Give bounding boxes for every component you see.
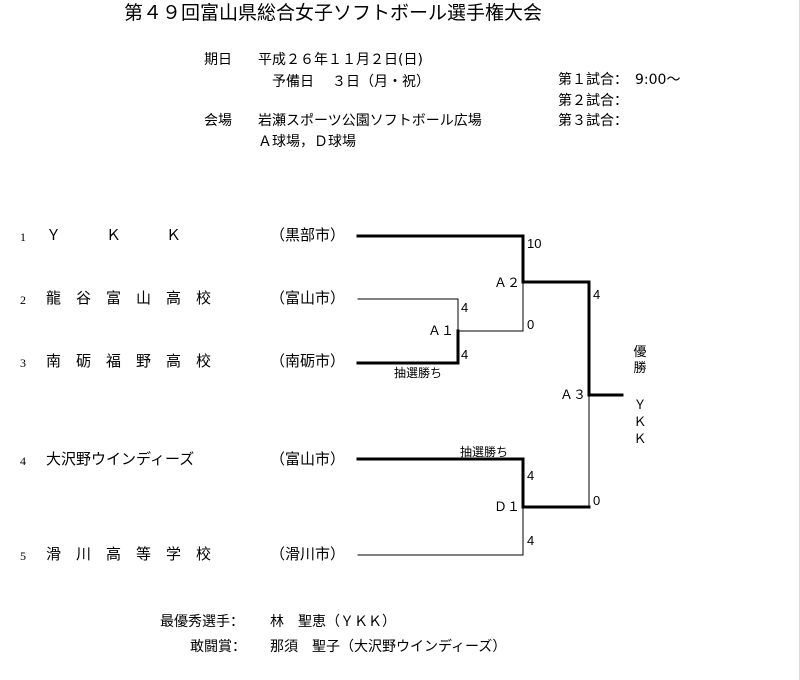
team-city: （富山市） — [270, 289, 346, 307]
team-seed: 4 — [20, 454, 26, 468]
date-label: 期日 — [204, 52, 232, 68]
reserve-value: ３日（月・祝） — [332, 74, 430, 90]
line-a1 — [457, 281, 524, 332]
team-city: （黒部市） — [270, 226, 346, 244]
team-name: 南 砺 福 野 高 校 — [46, 352, 212, 370]
a1-score-bottom: 4 — [461, 347, 469, 362]
a1-score-top: 4 — [461, 300, 469, 315]
page-title: 第４９回富山県総合女子ソフトボール選手権大会 — [124, 2, 543, 24]
champion-label: 優勝 — [633, 345, 647, 377]
d1-score-top: 4 — [527, 468, 535, 483]
team-name: 滑 川 高 等 学 校 — [46, 545, 212, 563]
d1-label: Ｄ１ — [494, 500, 521, 515]
a2-score-bottom: 0 — [527, 317, 535, 332]
a3-score-bottom: 0 — [593, 493, 601, 508]
schedule-game-2: 第２試合： — [558, 93, 628, 109]
line-team2 — [357, 298, 459, 332]
a1-label: Ａ１ — [428, 324, 455, 339]
reserve-label: 予備日 — [272, 74, 314, 90]
team-seed: 2 — [20, 293, 26, 307]
schedule-game-3: 第３試合： — [558, 113, 628, 129]
d1-score-bottom: 4 — [527, 533, 535, 548]
line-a2 — [521, 280, 591, 397]
team-name: 龍 谷 富 山 高 校 — [46, 289, 212, 307]
a3-label: Ａ３ — [560, 388, 587, 403]
venue-fields: Ａ球場，Ｄ球場 — [258, 134, 356, 150]
team-city: （南砺市） — [270, 352, 346, 370]
schedule-game-1: 第１試合： 9:00～ — [558, 72, 681, 88]
a2-label: Ａ２ — [494, 276, 521, 291]
mvp-label: 最優秀選手： — [160, 614, 244, 630]
date-value: 平成２６年１１月２日(日) — [258, 52, 423, 68]
line-team5 — [357, 506, 524, 556]
venue-label: 会場 — [204, 113, 232, 129]
team-seed: 1 — [20, 230, 26, 244]
fighting-spirit-label: 敢闘賞： — [190, 639, 246, 655]
mvp-value: 林 聖恵（ＹＫＫ） — [270, 614, 396, 630]
champion-team: ＹＫＫ — [633, 398, 647, 447]
fighting-spirit-value: 那須 聖子（大沢野ウインディーズ） — [270, 639, 507, 655]
team-name: 大沢野ウインディーズ — [46, 450, 195, 468]
team-city: （滑川市） — [270, 545, 346, 563]
line-team4 — [356, 457, 525, 509]
a3-score-top: 4 — [593, 287, 601, 302]
team-seed: 3 — [20, 356, 26, 370]
team-name: Ｙ Ｋ Ｋ — [46, 226, 182, 244]
team-seed: 5 — [20, 549, 26, 563]
venue-value: 岩瀬スポーツ公園ソフトボール広場 — [258, 113, 482, 129]
line-team3 — [356, 329, 460, 365]
team-city: （富山市） — [270, 450, 346, 468]
d1-lottery-note: 抽選勝ち — [460, 445, 509, 459]
line-team1 — [356, 234, 525, 284]
a1-lottery-note: 抽選勝ち — [394, 366, 443, 380]
a2-score-top: 10 — [527, 236, 542, 251]
